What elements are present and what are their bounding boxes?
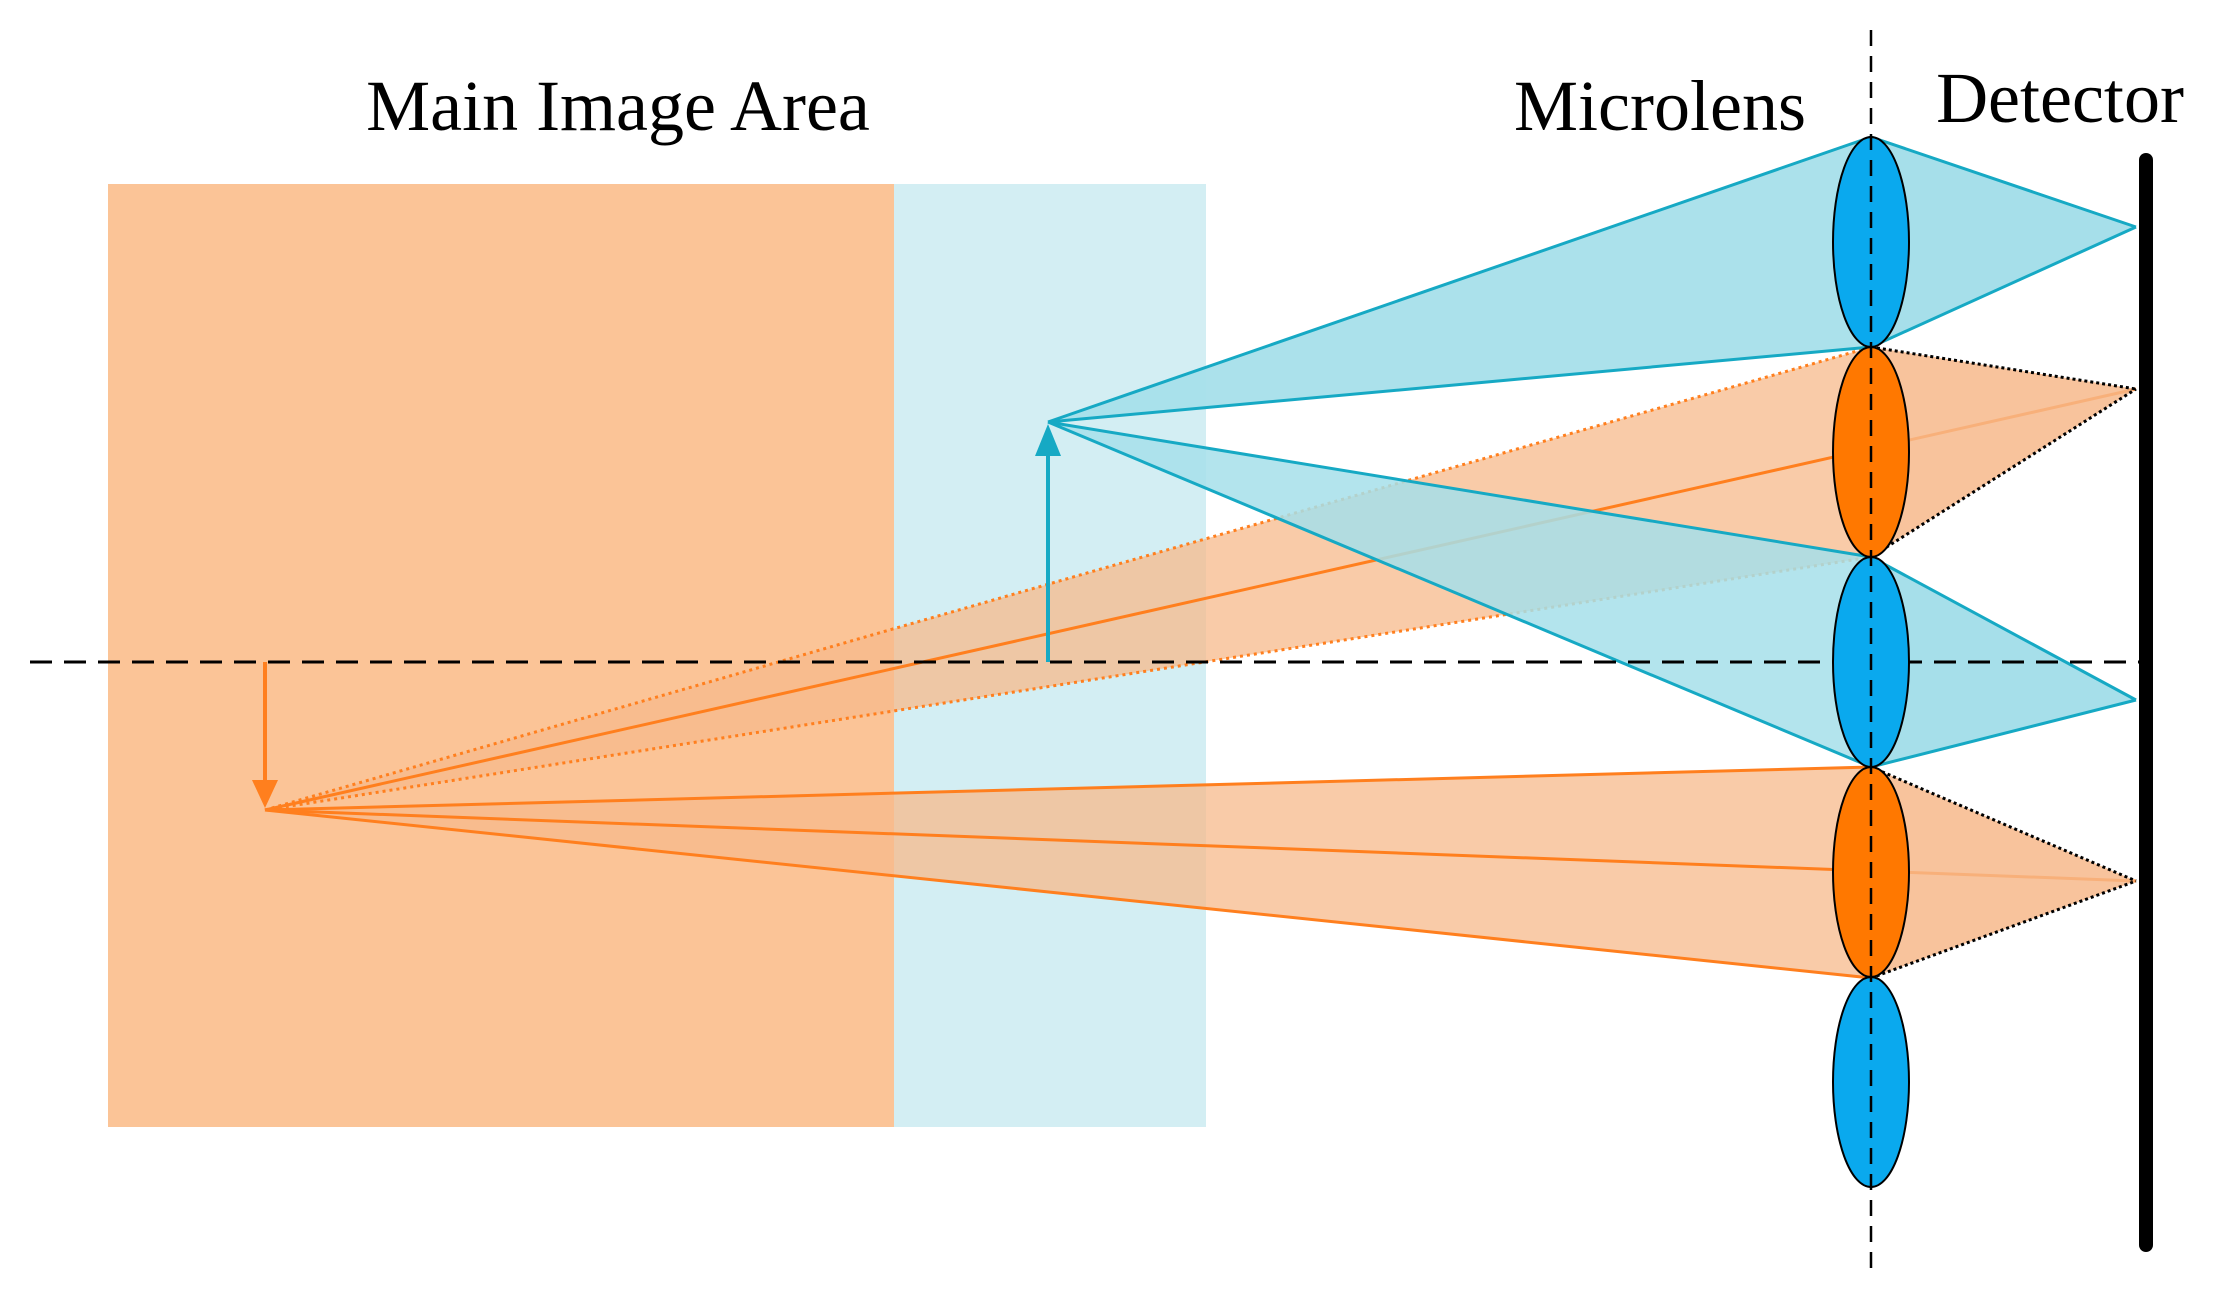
orange-object-arrow-icon: [252, 662, 278, 808]
detector-label: Detector: [1936, 58, 2184, 138]
blue-object-arrow-icon: [1035, 424, 1061, 662]
blue-lower-ray-cone: [1047, 420, 1872, 769]
main-image-area-label: Main Image Area: [366, 66, 870, 146]
main-image-area-orange-region: [108, 184, 894, 1127]
blue-upper-focus-cone: [1870, 135, 2137, 349]
orange-upper-focus-cone: [1870, 345, 2137, 559]
orange-upper-ray-cone: [264, 345, 2137, 812]
microlens-label: Microlens: [1514, 66, 1806, 146]
orange-lower-focus-cone: [1870, 765, 2137, 980]
orange-lower-ray-cone: [264, 765, 2137, 980]
blue-upper-ray-cone: [1047, 135, 1872, 424]
